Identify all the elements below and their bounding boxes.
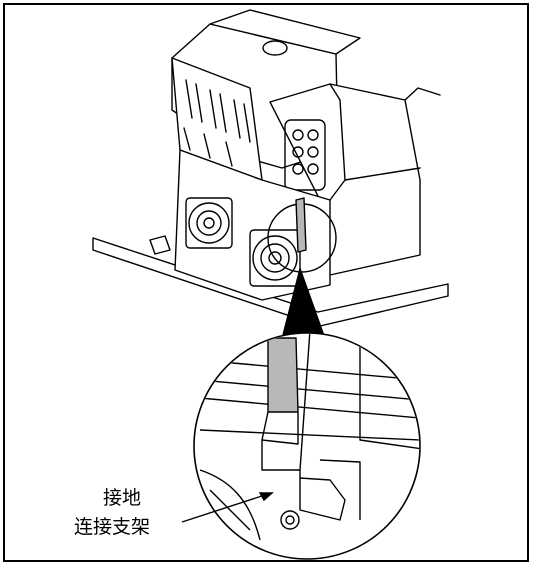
top-cover-boss (262, 40, 288, 56)
bracket-screw-icon (280, 510, 300, 530)
callout-leader (181, 492, 274, 523)
drive-lower-body (174, 149, 331, 301)
fan-left-icon (185, 197, 233, 249)
callout-label-line1: 接地 (103, 487, 142, 509)
grounding-clamp-small (149, 235, 171, 255)
magnified-detail-circle (193, 332, 421, 560)
drive-top-cover (209, 9, 361, 55)
grounding-bracket-highlight (267, 337, 299, 413)
callout-label-line2: 连接支架 (74, 516, 151, 538)
fan-right-icon (249, 229, 301, 287)
vent-slots (183, 79, 251, 167)
mounting-plate (92, 237, 449, 327)
terminal-block-icon (284, 119, 326, 191)
